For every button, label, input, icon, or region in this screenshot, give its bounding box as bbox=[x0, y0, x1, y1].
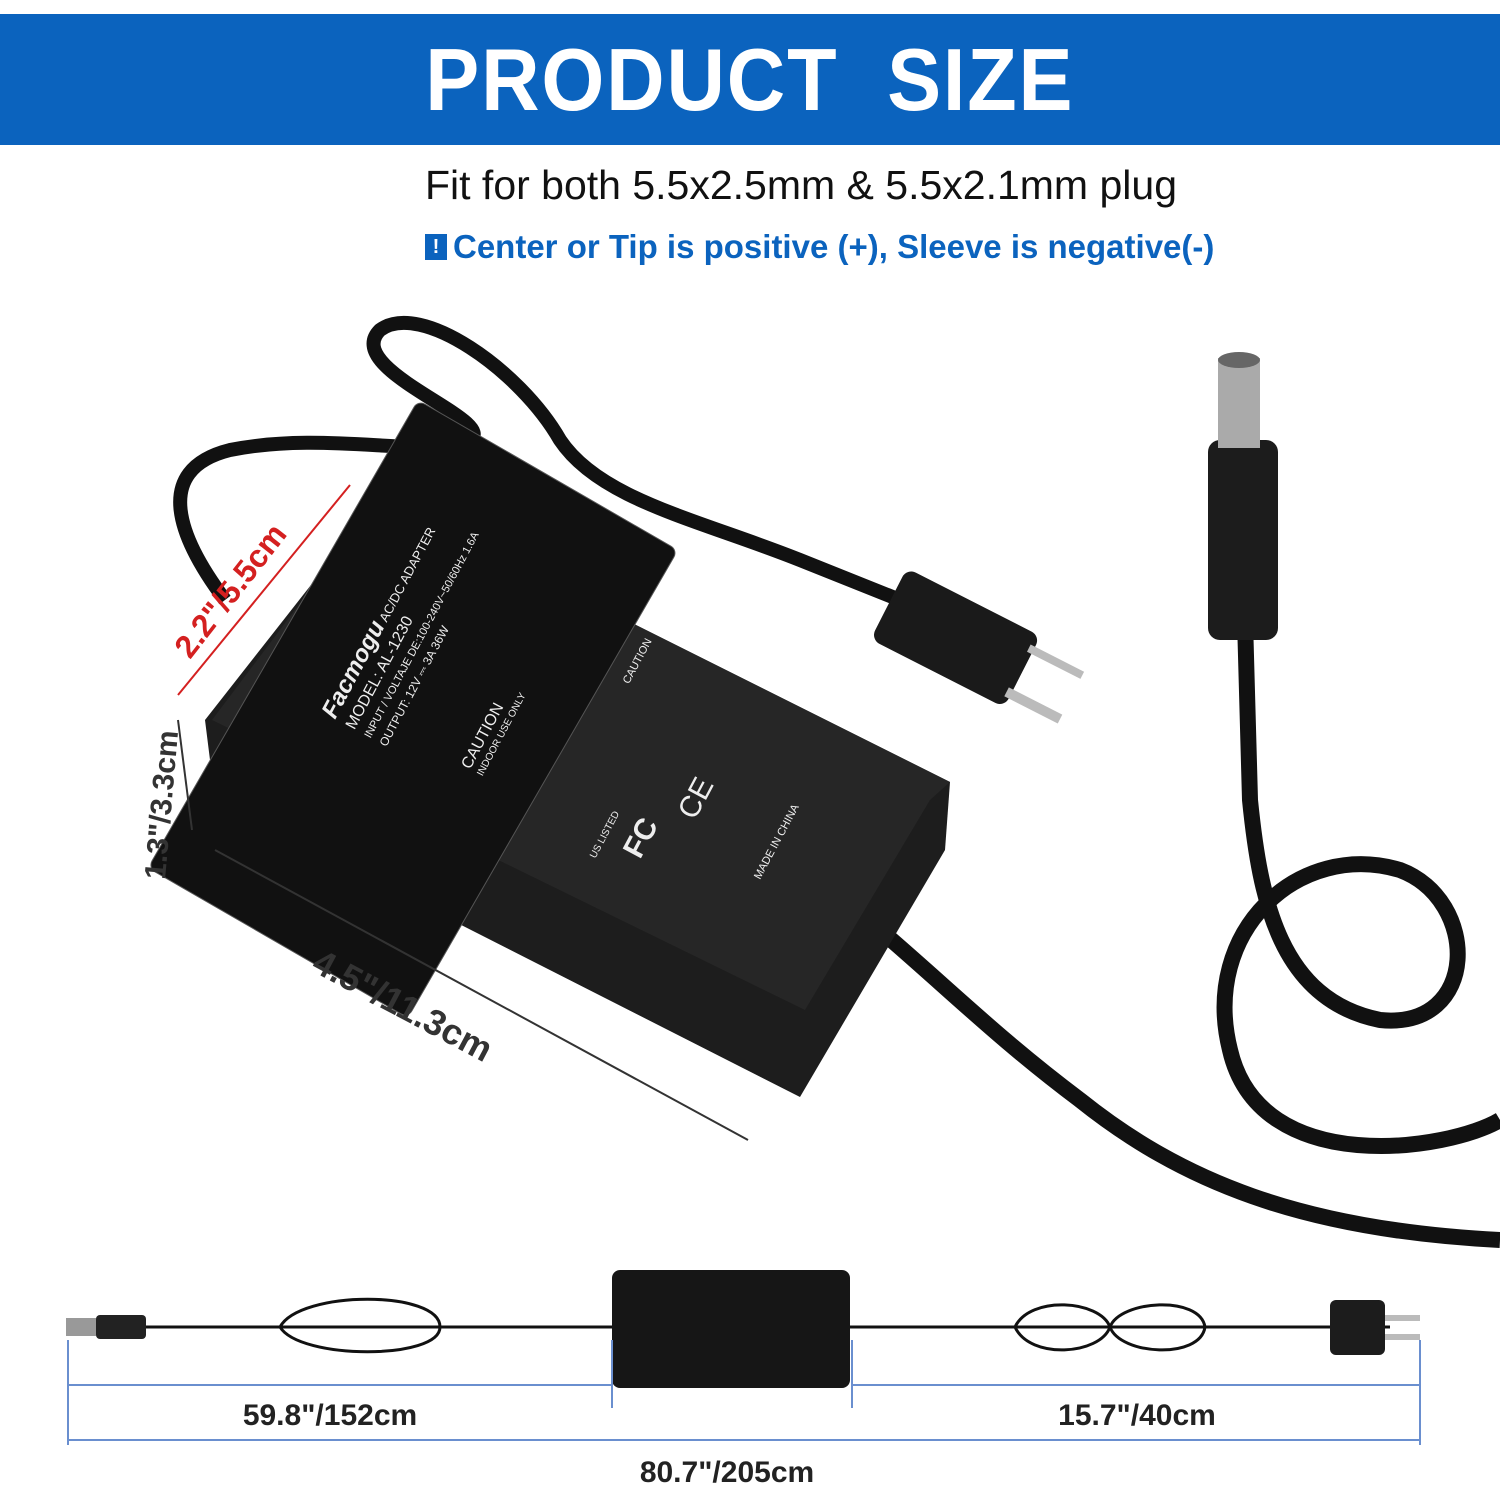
total-length: 80.7"/205cm bbox=[640, 1456, 814, 1489]
exclamation-icon: ! bbox=[425, 234, 447, 260]
ac-plug bbox=[874, 571, 1085, 724]
dc-cable bbox=[874, 619, 1500, 1248]
cable-length-diagram: 59.8"/152cm 15.7"/40cm 80.7"/205cm bbox=[66, 1270, 1421, 1489]
adapter-top-view bbox=[612, 1270, 850, 1388]
dc-plug bbox=[1208, 352, 1278, 640]
adapter-label bbox=[150, 402, 676, 1016]
polarity-note-text: Center or Tip is positive (+), Sleeve is… bbox=[453, 228, 1215, 265]
ac-cable-length: 15.7"/40cm bbox=[1058, 1399, 1216, 1432]
dc-cable-length: 59.8"/152cm bbox=[243, 1399, 417, 1432]
page-title: PRODUCT SIZE bbox=[425, 29, 1075, 129]
plug-compatibility-text: Fit for both 5.5x2.5mm & 5.5x2.1mm plug bbox=[425, 162, 1177, 208]
ac-cable bbox=[173, 316, 903, 607]
header-banner: PRODUCT SIZE bbox=[0, 14, 1500, 145]
polarity-note: ! Center or Tip is positive (+), Sleeve … bbox=[425, 228, 1214, 266]
